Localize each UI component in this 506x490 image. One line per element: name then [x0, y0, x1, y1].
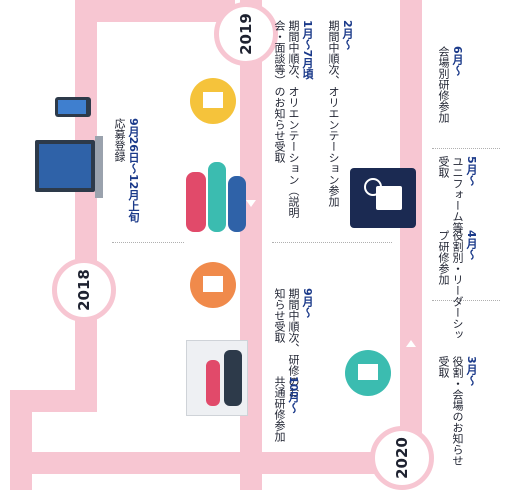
event-role-notice: 3月〜 役割・会場のお知らせ受取	[436, 356, 478, 466]
year-2018-marker: 2018	[52, 258, 116, 322]
separator-line	[112, 242, 184, 243]
separator-line	[432, 300, 500, 301]
event-date: 9月26日〜12月上旬	[127, 118, 140, 223]
laptop-icon	[35, 136, 103, 198]
event-text: 期間中順次、研修のお知らせ受取	[273, 288, 300, 398]
event-text: ユニフォーム等受取	[437, 156, 464, 233]
separator-line	[272, 242, 392, 243]
event-training-notice: 9月〜 期間中順次、研修のお知らせ受取	[272, 288, 314, 408]
year-label: 2019	[237, 13, 255, 55]
event-date: 9月〜	[301, 288, 314, 318]
event-date: 6月〜	[451, 46, 464, 76]
event-text: 役割別・リーダーシップ研修参加	[437, 230, 464, 340]
event-date: 4月〜	[465, 230, 478, 260]
road-arrow	[406, 340, 416, 347]
event-date: 10月〜	[287, 376, 300, 414]
year-2020-marker: 2020	[370, 426, 434, 490]
uniform-icon	[350, 168, 416, 228]
envelope-bubble-yellow	[190, 78, 236, 124]
timeline-road-curve-1	[75, 0, 235, 22]
envelope-icon	[358, 364, 378, 380]
training-illustration	[186, 340, 248, 416]
event-text: 期間中順次、オリエンテーション（説明会・面談等）のお知らせ受取	[273, 20, 300, 218]
event-orientation-attend: 2月〜 期間中順次、オリエンテーション参加	[326, 20, 354, 230]
event-date: 2月〜	[341, 20, 354, 50]
event-uniform: 5月〜 ユニフォーム等受取	[436, 156, 478, 236]
timeline-road-middle	[240, 0, 262, 490]
smartphone-icon	[55, 97, 91, 117]
event-date: 1月〜7月頃	[301, 20, 314, 80]
envelope-bubble-orange	[190, 262, 236, 308]
timeline-road-bottom-curve	[10, 452, 425, 474]
event-venue-training: 6月〜 会場別研修参加	[436, 46, 464, 123]
event-date: 5月〜	[465, 156, 478, 186]
event-common-training: 10月〜 共通研修参加	[272, 376, 300, 442]
event-text: 応募登録	[113, 118, 126, 162]
timeline-road-right	[400, 0, 422, 470]
event-text: 会場別研修参加	[437, 46, 450, 123]
event-text: 役割・会場のお知らせ受取	[437, 356, 464, 466]
event-orientation-notice: 1月〜7月頃 期間中順次、オリエンテーション（説明会・面談等）のお知らせ受取	[272, 20, 314, 230]
road-arrow	[246, 200, 256, 207]
event-leadership-training: 4月〜 役割別・リーダーシップ研修参加	[436, 230, 478, 350]
event-date: 3月〜	[465, 356, 478, 386]
event-apply: 9月26日〜12月上旬 応募登録	[112, 118, 140, 222]
envelope-bubble-teal	[345, 350, 391, 396]
envelope-icon	[203, 92, 223, 108]
event-text: 期間中順次、オリエンテーション参加	[327, 20, 340, 207]
year-label: 2018	[75, 269, 93, 311]
separator-line	[432, 148, 500, 149]
timeline-road-join-2	[10, 390, 97, 412]
year-label: 2020	[393, 437, 411, 479]
people-illustration	[186, 162, 248, 242]
envelope-icon	[203, 276, 223, 292]
event-text: 共通研修参加	[273, 376, 286, 442]
year-2019-marker: 2019	[214, 2, 278, 66]
